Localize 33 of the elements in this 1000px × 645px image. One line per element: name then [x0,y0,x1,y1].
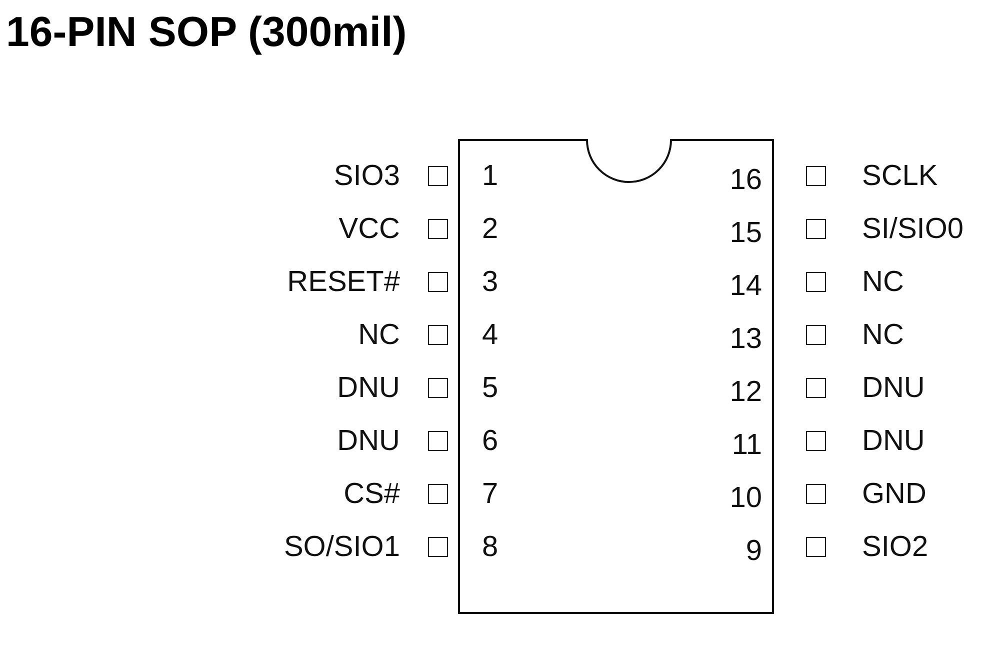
pin-number: 12 [730,376,762,408]
pin-name: SIO3 [334,160,400,192]
pin-name: CS# [344,478,400,510]
pin-name: RESET# [287,266,400,298]
pin-number: 5 [482,372,498,404]
pin-name: NC [862,319,904,351]
pin-name: VCC [338,213,400,245]
pin-name: DNU [862,425,925,457]
pin-name: GND [862,478,926,510]
title: 16-PIN SOP (300mil) [6,8,407,56]
pin-number: 11 [732,429,762,461]
pin-number: 4 [482,319,498,351]
pin-name: SI/SIO0 [862,213,964,245]
pin-number: 13 [730,323,762,355]
pin-number: 10 [730,482,762,514]
pin-number: 14 [730,270,762,302]
pin-name: SIO2 [862,531,928,563]
pin-number: 6 [482,425,498,457]
pin-number: 9 [746,535,762,567]
pin-number: 3 [482,266,498,298]
pin-name: DNU [337,372,400,404]
pin-name: SO/SIO1 [284,531,400,563]
pin-number: 1 [482,160,498,192]
pin-name: DNU [337,425,400,457]
pin-number: 15 [730,217,762,249]
pin-name: NC [358,319,400,351]
pin-name: NC [862,266,904,298]
pin-number: 7 [482,478,498,510]
pin-name: DNU [862,372,925,404]
pin-number: 2 [482,213,498,245]
pin-number: 8 [482,531,498,563]
pin-number: 16 [730,164,762,196]
pin-name: SCLK [862,160,938,192]
